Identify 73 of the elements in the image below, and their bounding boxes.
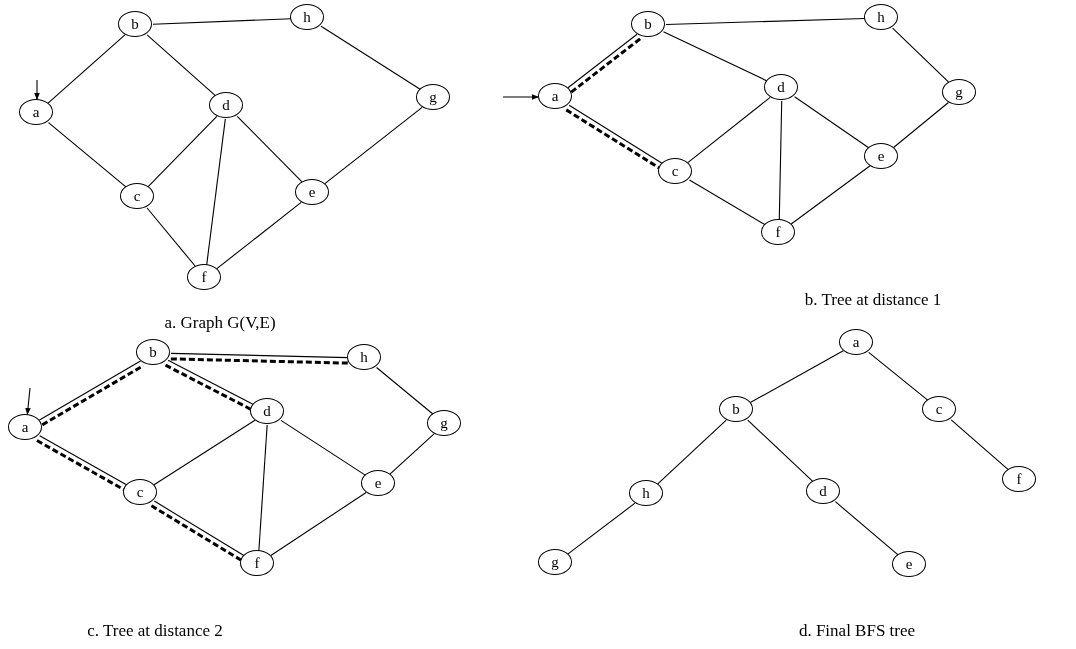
graph-edge [270,491,367,557]
graph-vertex: e [295,179,329,205]
graph-vertex: b [136,339,170,365]
graph-edge [376,366,434,416]
graph-edge [38,360,142,421]
tree-edge [170,357,348,365]
graph-vertex: g [538,549,572,575]
start-arrow [502,94,540,100]
graph-edge [893,101,949,149]
graph-edge [147,115,218,188]
graph-vertex: g [416,84,450,110]
graph-vertex: f [187,264,221,290]
graph-edge [747,419,814,483]
graph-edge [236,115,304,184]
graph-vertex: c [120,183,154,209]
graph-edge [750,350,844,403]
graph-vertex: b [118,11,152,37]
graph-vertex: d [806,478,840,504]
graph-vertex: d [209,92,243,118]
graph-vertex: d [250,398,284,424]
graph-edge [892,27,950,84]
graph-edge [834,501,900,556]
graph-edge [665,17,866,26]
panel-caption: c. Tree at distance 2 [87,621,223,641]
graph-vertex: a [538,83,572,109]
graph-vertex: a [839,329,873,355]
graph-vertex: f [1002,466,1036,492]
panel-caption: a. Graph G(V,E) [164,313,276,333]
graph-vertex: e [864,143,898,169]
graph-vertex: b [719,396,753,422]
graph-edge [778,100,783,221]
graph-edge [868,351,929,402]
graph-vertex: h [629,480,663,506]
graph-edge [153,419,256,486]
graph-edge [216,201,302,270]
graph-vertex: h [864,4,898,30]
panel-caption: b. Tree at distance 1 [804,290,942,310]
graph-edge [567,502,636,555]
graph-edge [389,433,435,475]
graph-vertex: h [347,344,381,370]
graph-vertex: h [290,4,324,30]
graph-vertex: e [361,470,395,496]
graph-edge [790,165,871,225]
graph-vertex: g [942,79,976,105]
graph-vertex: c [123,479,157,505]
graph-vertex: c [658,158,692,184]
graph-edge [146,207,197,268]
graph-vertex: f [240,550,274,576]
tree-edge [36,439,126,492]
graph-vertex: e [892,551,926,577]
graph-edge [39,435,128,486]
graph-edge [794,96,870,149]
graph-edge [146,34,217,97]
graph-vertex: g [427,410,461,436]
graph-edge [687,96,771,164]
start-arrow [34,79,40,101]
graph-vertex: c [922,396,956,422]
graph-vertex: a [8,414,42,440]
graph-edge [950,419,1010,471]
graph-edge [47,34,126,104]
graph-vertex: b [631,11,665,37]
graph-edge [206,118,226,266]
graph-edge [657,419,727,485]
graph-vertex: f [761,219,795,245]
graph-edge [47,122,128,188]
start-arrow [25,387,31,416]
graph-edge [258,424,268,552]
graph-edge [152,18,292,25]
panel-caption: d. Final BFS tree [798,621,916,641]
graph-edge [170,352,349,359]
graph-vertex: d [764,74,798,100]
graph-vertex: a [19,99,53,125]
graph-edge [324,106,423,185]
